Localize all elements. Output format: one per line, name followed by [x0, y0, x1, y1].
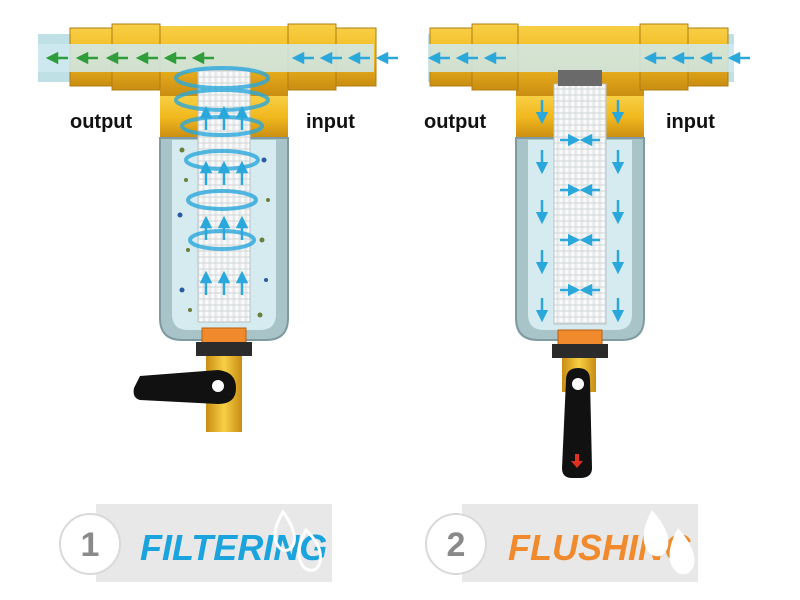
step-number-badge: [59, 513, 121, 575]
output-label: output: [424, 111, 487, 133]
valve-handle-pivot: [572, 378, 584, 390]
upward-flow-arrows: [199, 105, 249, 295]
output-label: output: [70, 111, 133, 133]
valve-handle-pivot: [212, 380, 224, 392]
step-number: 1: [81, 526, 100, 564]
step-banner-flushing: 2 FLUSHING: [425, 504, 698, 582]
inward-flow-arrows: [560, 133, 600, 297]
step-title: FILTERING: [140, 527, 327, 568]
filter-cartridge: [553, 83, 607, 325]
water-drops-icon: [273, 509, 322, 572]
filter-panel-flushing: output input: [424, 23, 750, 478]
input-label: input: [306, 111, 355, 133]
drain-arrow-icon: [571, 454, 583, 468]
valve-seat: [196, 342, 252, 356]
valve-handle[interactable]: [133, 370, 236, 404]
sediment-particles: [177, 147, 270, 318]
valve-handle[interactable]: [562, 368, 592, 478]
filter-panel-filtering: output input: [38, 23, 398, 432]
step-number-badge: [425, 513, 487, 575]
downward-flow-arrows: [535, 100, 625, 323]
input-label: input: [666, 111, 715, 133]
step-banner-filtering: 1 FILTERING: [59, 504, 332, 582]
step-number: 2: [447, 526, 466, 564]
water-drops-icon: [643, 510, 695, 575]
valve-seat: [552, 344, 608, 358]
cartridge-cap: [558, 70, 602, 86]
